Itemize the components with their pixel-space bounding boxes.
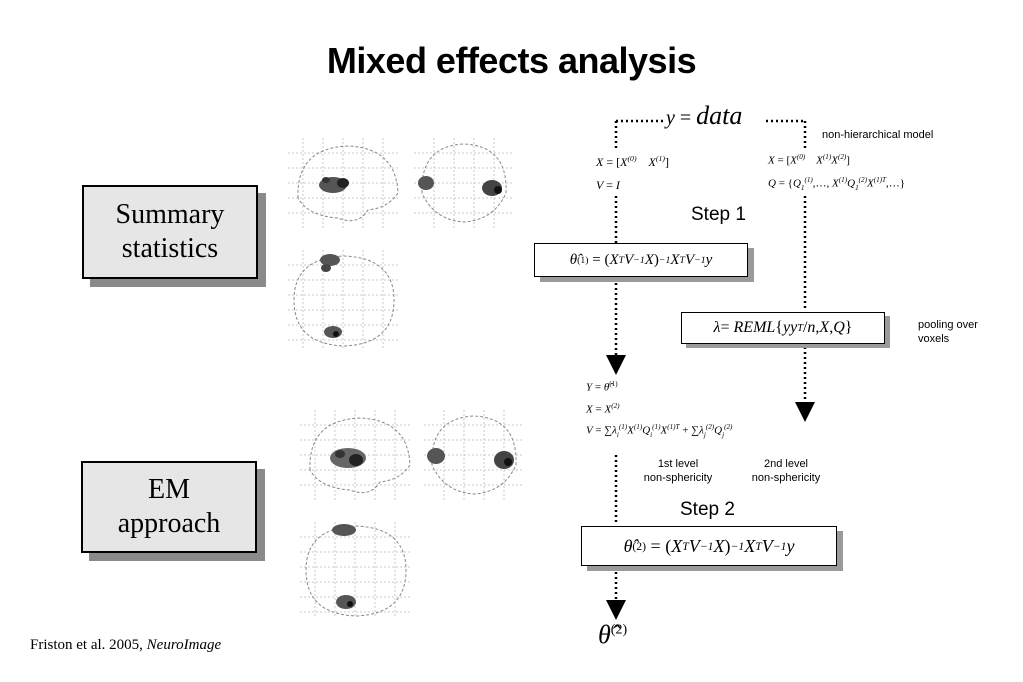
top-equation: y = data	[666, 101, 742, 131]
left-model-x: X = [X(0) X(1)]	[596, 154, 669, 169]
brain-em-axial-icon	[300, 522, 412, 618]
second-level-v: V = ∑λi(1)X(1)Qi(1)X(1)T + ∑λj(2)Qj(2)	[586, 423, 733, 439]
left-model-v: V = I	[596, 178, 620, 192]
citation-authors: Friston et al. 2005,	[30, 637, 147, 653]
right-model-q: Q = {Q1(1),…, X(1)Q1(2)X(1)T,…}	[768, 176, 906, 192]
brain-summary-axial-icon	[288, 250, 400, 350]
step2-label: Step 2	[680, 499, 735, 520]
brain-summary-coronal-icon	[414, 138, 514, 228]
level1-label: 1st level non-sphericity	[643, 458, 713, 484]
brain-summary-sagittal-icon	[288, 138, 400, 228]
right-model-x: X = [X(0) X(1)X(2)]	[768, 153, 850, 167]
summary-statistics-box: Summary statistics	[82, 185, 258, 279]
top-equation-rhs: data	[696, 101, 743, 130]
brain-em-sagittal-icon	[300, 410, 412, 500]
top-equation-lhs: y	[666, 107, 675, 129]
final-theta: θ̂(2)	[598, 620, 628, 649]
brain-em-coronal-icon	[424, 410, 524, 500]
second-level-x: X = X(2)	[586, 402, 620, 416]
citation: Friston et al. 2005, NeuroImage	[30, 637, 221, 654]
citation-journal: NeuroImage	[146, 637, 222, 653]
second-level-y: Y = θ̂(1)	[586, 380, 618, 394]
top-equation-eq: =	[674, 107, 697, 129]
pooling-label: pooling over voxels	[918, 319, 978, 345]
page-title: Mixed effects analysis	[326, 40, 697, 81]
level2-label: 2nd level non-sphericity	[751, 458, 821, 484]
step1-label: Step 1	[691, 204, 746, 225]
em-approach-box: EM approach	[81, 461, 257, 553]
non-hierarchical-label: non-hierarchical model	[822, 129, 934, 141]
